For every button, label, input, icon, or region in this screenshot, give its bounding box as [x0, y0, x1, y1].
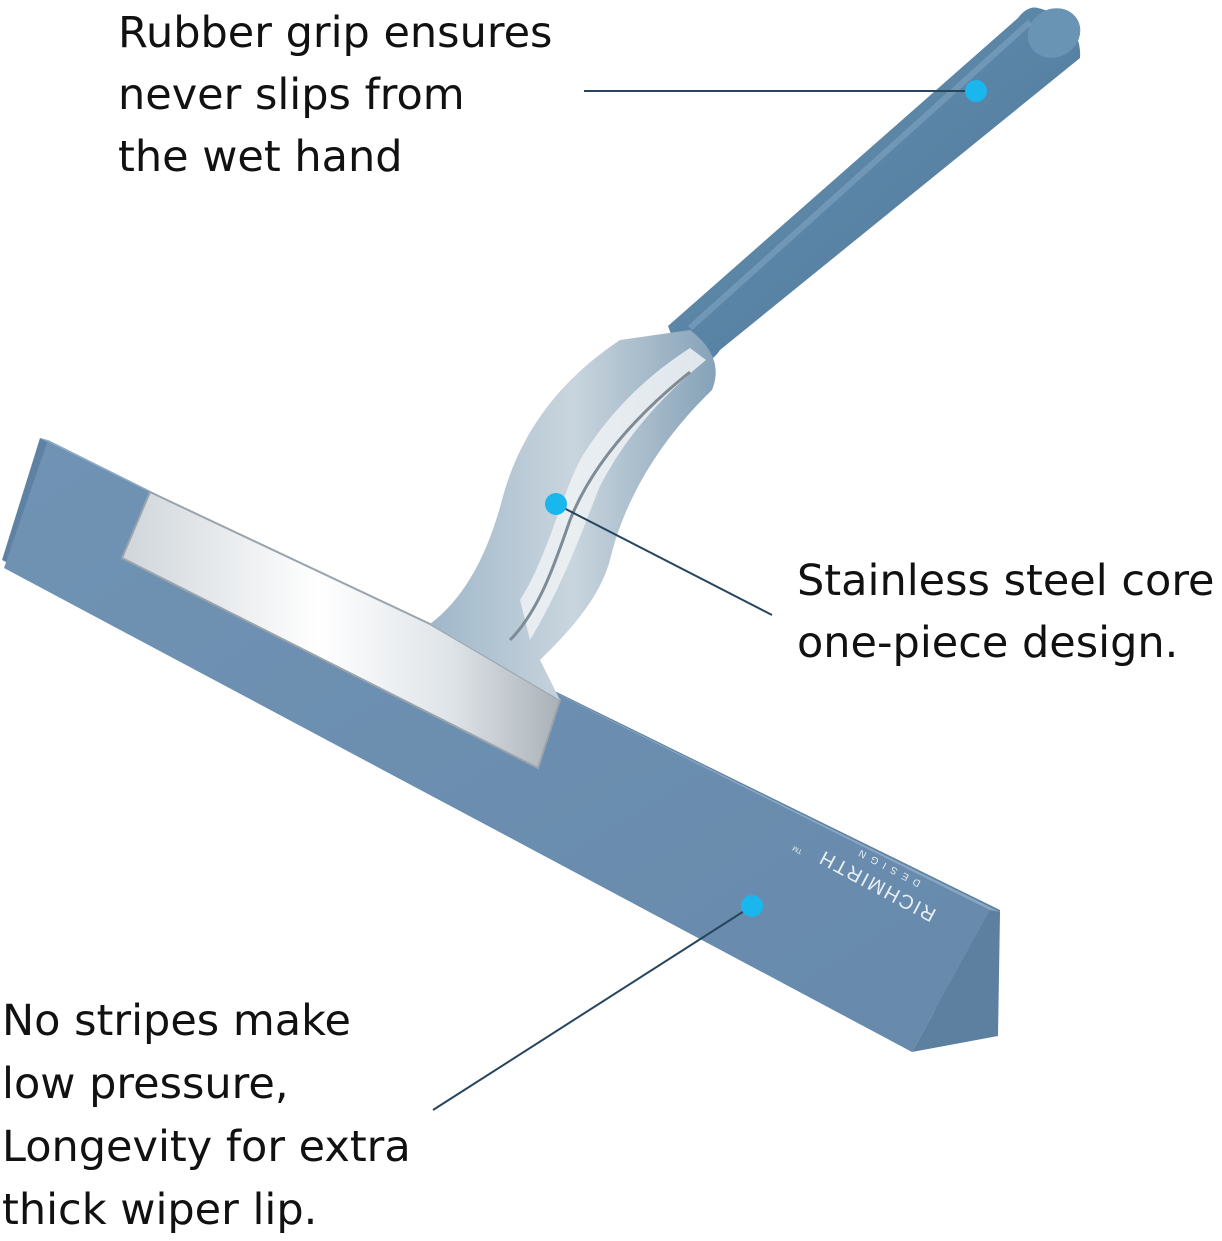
steel-window: [120, 490, 562, 770]
callout-line: Longevity for extra: [2, 1122, 411, 1172]
callout-line: the wet hand: [118, 132, 403, 182]
callout-wiper-lip: No stripes make low pressure, Longevity …: [2, 990, 411, 1241]
callout-grip-pointer: [584, 80, 987, 102]
callout-line: Stainless steel core: [797, 556, 1215, 606]
rubber-handle-body: [668, 7, 1081, 364]
callout-line: low pressure,: [2, 1059, 289, 1109]
callout-line: never slips from: [118, 70, 465, 120]
callout-rubber-grip: Rubber grip ensures never slips from the…: [118, 2, 552, 188]
callout-core-pointer: [545, 493, 773, 616]
handle-highlight: [687, 19, 1033, 331]
marker-dot: [741, 895, 763, 917]
callout-line: one-piece design.: [797, 618, 1179, 668]
brand-trademark: TM: [791, 844, 803, 855]
callout-lip-pointer: [432, 895, 763, 1111]
callout-steel-core: Stainless steel core one-piece design.: [797, 550, 1215, 674]
leader-line: [432, 905, 753, 1111]
leader-line: [555, 503, 773, 616]
steel-neck-edge: [508, 370, 691, 642]
rubber-handle: [668, 7, 1081, 364]
callout-line: No stripes make: [2, 996, 351, 1046]
marker-dot: [545, 493, 567, 515]
callout-line: thick wiper lip.: [2, 1185, 318, 1235]
blade-end-bevel: [912, 910, 1000, 1052]
handle-end-cap: [1027, 8, 1081, 58]
marker-dot: [965, 80, 987, 102]
callout-line: Rubber grip ensures: [118, 8, 553, 58]
steel-core: [120, 330, 716, 770]
steel-neck-shine: [520, 348, 706, 640]
